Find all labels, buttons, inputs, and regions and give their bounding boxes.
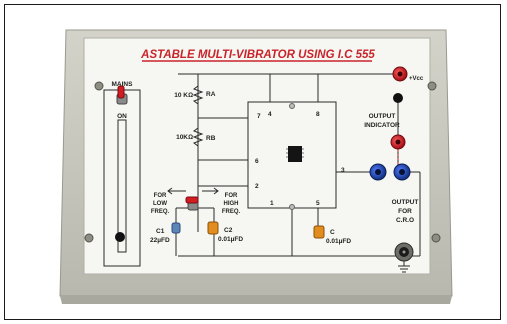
pin-8: 8 xyxy=(316,111,320,118)
pin-3: 3 xyxy=(341,167,345,174)
pin-2: 2 xyxy=(255,183,259,190)
ra-label: RA xyxy=(206,91,216,98)
low-freq-arrow xyxy=(167,187,186,195)
output-blue-socket-right[interactable] xyxy=(393,163,411,181)
ra-value: 10 KΩ xyxy=(174,92,193,99)
frequency-selector-switch[interactable] xyxy=(185,196,199,211)
c-value: 0.01µFD xyxy=(326,238,351,245)
panel-title: ASTABLE MULTI-VIBRATOR USING I.C 555 xyxy=(140,49,375,61)
c1-value: 22µFD xyxy=(150,237,170,244)
high-freq-arrow xyxy=(202,187,219,195)
output-red-socket[interactable] xyxy=(390,134,406,150)
high-freq-line3: FREQ. xyxy=(222,209,241,215)
bnc-cro-connector[interactable] xyxy=(394,242,414,262)
front-panel xyxy=(83,37,431,275)
vcc-socket[interactable] xyxy=(392,66,408,82)
pin-5: 5 xyxy=(316,200,320,207)
output-indicator-line2: INDICATOR xyxy=(364,122,400,129)
low-freq-line1: FOR xyxy=(154,193,167,199)
ic-555-chip xyxy=(286,146,304,162)
capacitor-c xyxy=(313,225,325,239)
resistor-ra-symbol xyxy=(192,85,204,105)
mains-indicator-lamp xyxy=(115,232,125,242)
c-label: C xyxy=(330,229,335,236)
vcc-label: +Vcc xyxy=(409,76,424,82)
output-indicator-line1: OUTPUT xyxy=(369,113,396,120)
image-frame xyxy=(4,4,501,320)
capacitor-c1 xyxy=(171,222,181,234)
c2-value: 0.01µFD xyxy=(218,236,243,243)
mains-toggle-switch[interactable] xyxy=(116,85,128,105)
output-blue-socket-left[interactable] xyxy=(369,163,387,181)
low-freq-line2: LOW xyxy=(153,201,167,207)
panel-screws xyxy=(84,81,441,243)
output-indicator-lamp xyxy=(393,93,403,103)
pin-4: 4 xyxy=(268,111,272,118)
c2-label: C2 xyxy=(224,227,233,234)
pin-1: 1 xyxy=(270,200,274,207)
high-freq-line2: HIGH xyxy=(224,201,239,207)
mains-label: MAINS xyxy=(112,81,134,88)
rb-value: 10KΩ xyxy=(176,134,193,141)
cro-label-line2: FOR xyxy=(398,208,412,215)
on-label: ON xyxy=(117,113,127,120)
pin-7: 7 xyxy=(257,113,261,120)
rb-label: RB xyxy=(206,135,216,142)
resistor-rb-symbol xyxy=(192,127,204,147)
c1-label: C1 xyxy=(156,228,165,235)
high-freq-line1: FOR xyxy=(225,193,238,199)
pin-6: 6 xyxy=(255,158,259,165)
low-freq-line3: FREQ. xyxy=(151,209,170,215)
ic-top-screw xyxy=(289,103,295,109)
cro-label-line3: C.R.O xyxy=(396,217,414,224)
ic-bottom-screw xyxy=(289,204,295,210)
capacitor-c2 xyxy=(207,221,219,235)
cro-label-line1: OUTPUT xyxy=(392,199,419,206)
